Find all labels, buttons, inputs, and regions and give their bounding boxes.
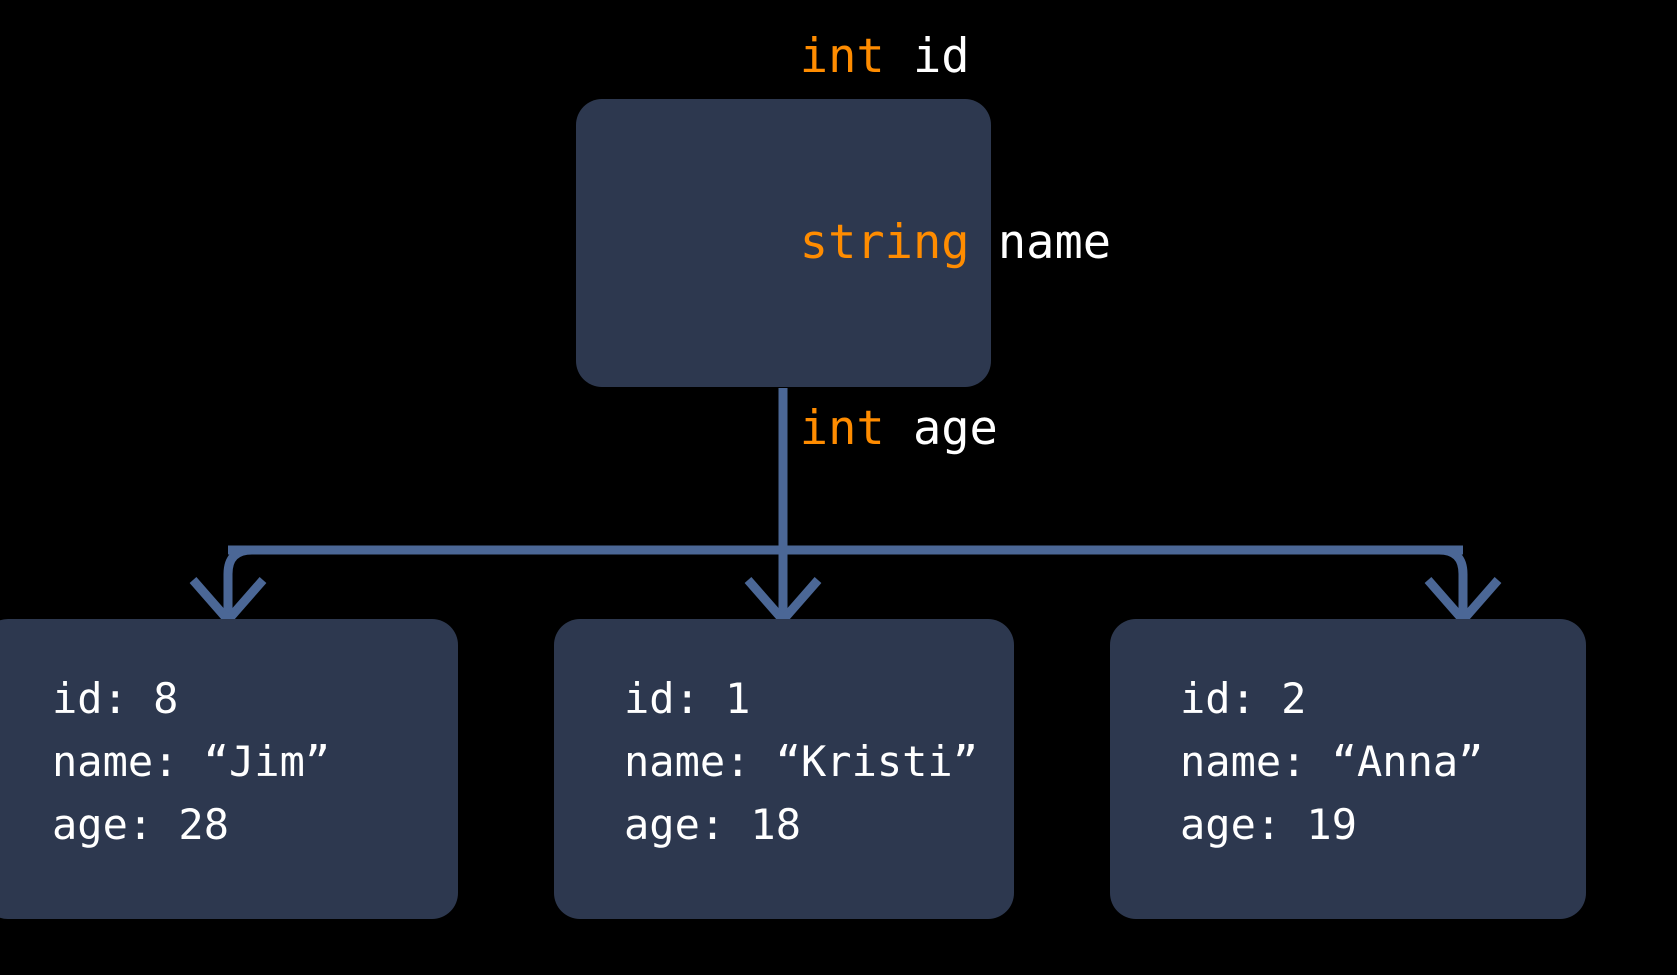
record-anna-id: id: 2 — [1180, 674, 1307, 723]
record-jim[interactable]: id: 8 name: “Jim” age: 28 — [0, 619, 458, 919]
record-kristi[interactable]: id: 1 name: “Kristi” age: 18 — [554, 619, 1014, 919]
schema-field-name-type: string — [799, 215, 970, 270]
record-kristi-id: id: 1 — [624, 674, 751, 723]
record-anna-name: name: “Anna” — [1180, 737, 1484, 786]
schema-field-id: int id — [630, 0, 991, 150]
schema-field-name-name: name — [969, 215, 1112, 270]
schema-field-id-type: int — [799, 29, 885, 84]
record-jim-age: age: 28 — [52, 800, 230, 849]
schema-field-age: int age — [630, 336, 998, 522]
record-kristi-age: age: 18 — [624, 800, 802, 849]
record-jim-name: name: “Jim” — [52, 737, 331, 786]
edge-to-anna-line — [1438, 545, 1468, 628]
record-kristi-name: name: “Kristi” — [624, 737, 979, 786]
schema-field-age-type: int — [799, 401, 885, 456]
record-anna[interactable]: id: 2 name: “Anna” age: 19 — [1110, 619, 1586, 919]
schema-field-age-name: age — [884, 401, 998, 456]
record-anna-age: age: 19 — [1180, 800, 1358, 849]
schema-field-name: string name — [630, 150, 1111, 336]
schema-node[interactable]: int id string name int age — [576, 29, 1111, 456]
schema-field-id-name: id — [884, 29, 970, 84]
record-jim-id: id: 8 — [52, 674, 179, 723]
edge-to-jim-line — [223, 545, 253, 628]
